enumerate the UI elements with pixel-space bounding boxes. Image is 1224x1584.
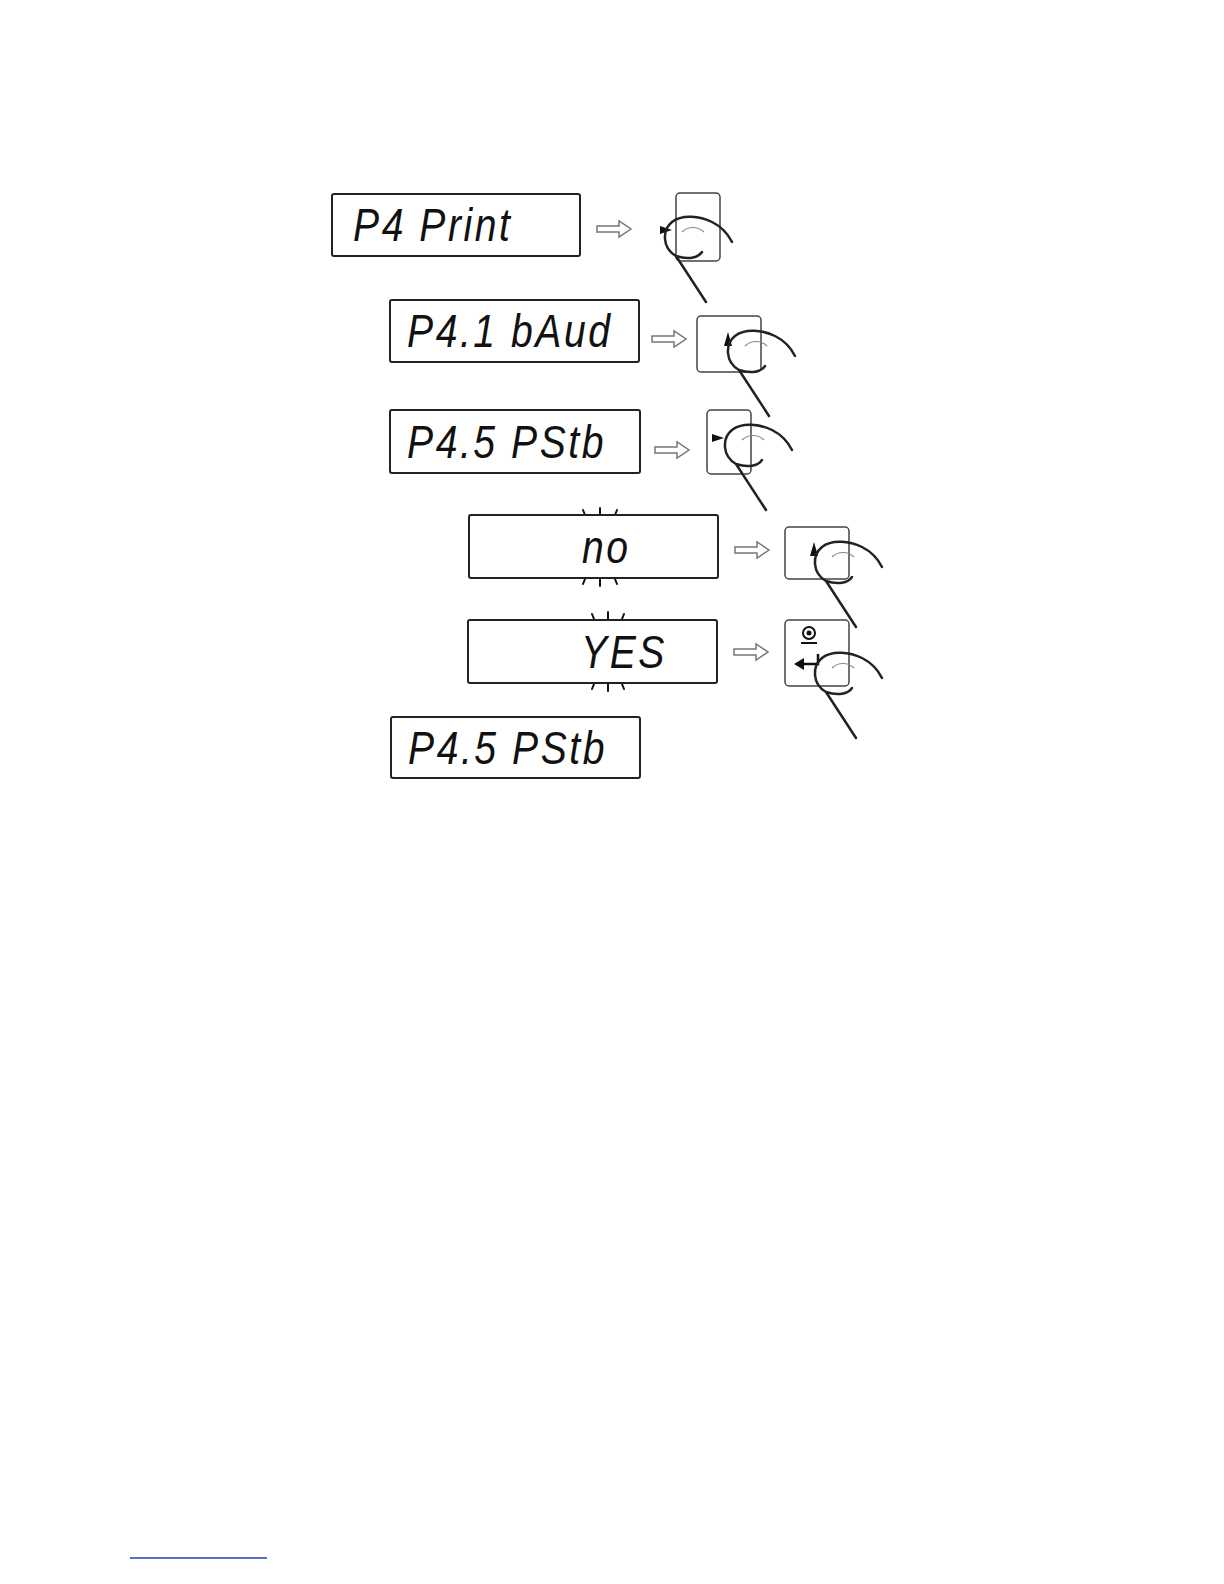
- lcd-display: P4.1 bAud: [389, 299, 640, 363]
- hollow-arrow: [597, 221, 631, 237]
- lcd-display: P4.5 PStb: [389, 409, 641, 474]
- enter-key: [785, 620, 882, 738]
- up-key: [697, 316, 795, 416]
- display-text: P4.1 bAud: [407, 304, 613, 358]
- hollow-arrow: [655, 442, 689, 458]
- lcd-display: P4.5 PStb: [390, 716, 641, 779]
- hollow-arrow: [735, 542, 769, 558]
- up-key: [785, 527, 882, 627]
- hollow-arrow: [652, 331, 686, 347]
- right-key: [707, 410, 792, 510]
- hollow-arrow: [734, 644, 768, 660]
- display-text: no: [582, 520, 631, 574]
- lcd-display: no: [468, 514, 719, 579]
- lcd-display: P4 Print: [331, 193, 581, 257]
- display-text: P4 Print: [353, 198, 512, 252]
- display-text: YES: [581, 625, 667, 679]
- right-key: [660, 193, 732, 302]
- display-text: P4.5 PStb: [408, 721, 607, 775]
- link-underline: [130, 1557, 267, 1559]
- display-text: P4.5 PStb: [407, 415, 606, 469]
- lcd-display: YES: [467, 619, 718, 684]
